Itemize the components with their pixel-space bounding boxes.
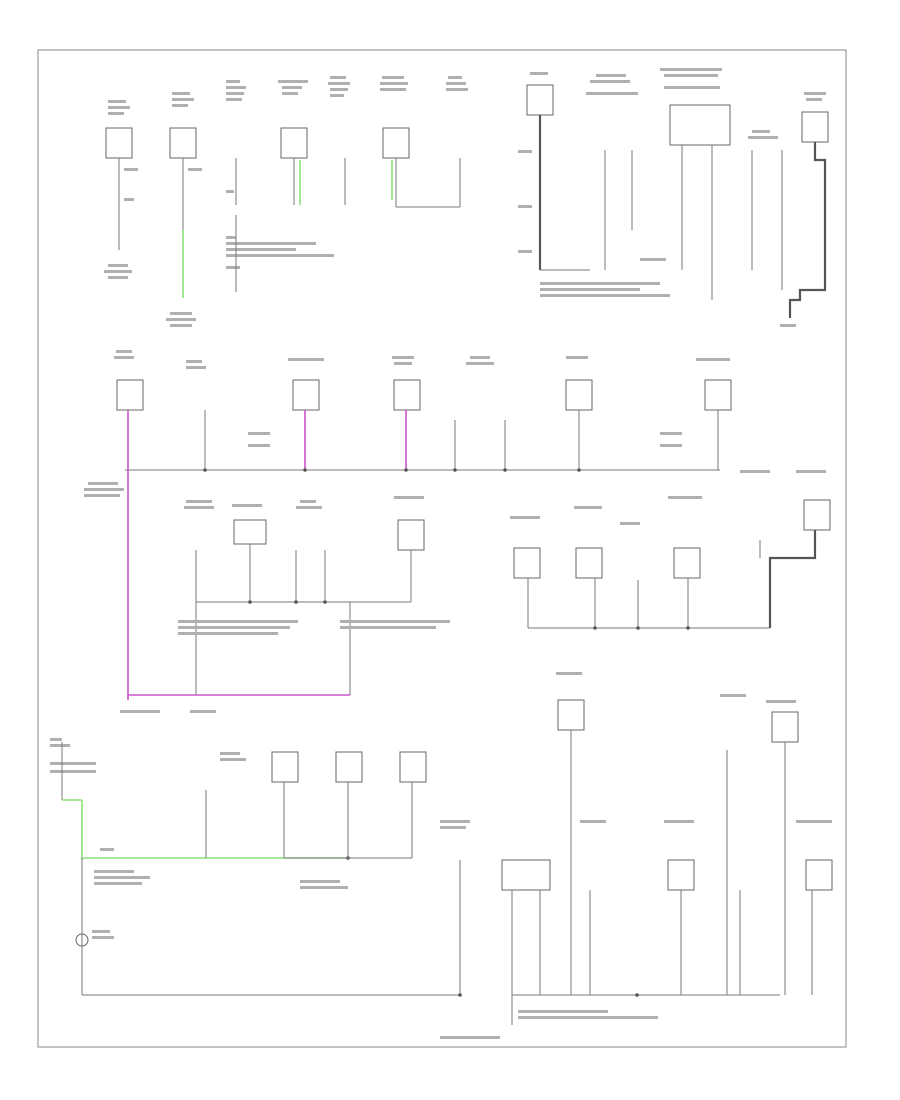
diagram-frame [37,49,847,1048]
component-3 [226,80,246,205]
component-31 [271,751,299,858]
component-18 [565,356,593,472]
component-28 [740,470,831,628]
row-3-left-components [120,496,450,713]
component-4 [278,80,308,205]
component-13 [114,350,144,700]
component-30 [205,752,246,858]
component-34 [556,672,585,995]
component-33 [284,751,427,859]
component-38 [720,694,746,995]
component-14 [186,360,207,472]
component-19 [660,358,732,470]
component-23 [349,496,425,695]
component-12 [780,92,829,327]
row-1-right-components [518,68,829,327]
row-4-components [50,738,460,996]
component-26 [620,522,640,630]
component-17 [453,356,507,472]
component-32 [335,751,363,860]
component-39 [766,700,799,995]
row-5-components [440,672,833,1039]
component-40 [796,820,833,995]
component-11 [748,130,783,290]
component-15 [248,358,324,472]
component-37 [664,820,695,995]
component-20 [184,500,214,695]
component-24 [510,516,541,628]
component-5 [328,76,350,205]
component-36 [580,820,639,997]
component-21 [232,504,267,604]
component-1 [104,100,138,279]
component-9 [586,74,666,270]
component-16 [392,356,421,472]
component-8 [518,72,590,271]
component-7 [446,76,468,207]
component-25 [574,506,603,630]
row-2-components [84,350,732,700]
row-1-components [104,76,468,327]
component-35 [501,859,551,995]
component-6 [380,76,460,208]
component-2 [166,92,202,327]
component-29 [50,738,96,860]
ground-symbol [75,930,114,947]
component-27 [668,496,702,630]
component-10 [660,68,731,300]
splice-note-block [226,215,334,292]
row-3-right-components [510,470,831,630]
component-22 [294,500,327,604]
